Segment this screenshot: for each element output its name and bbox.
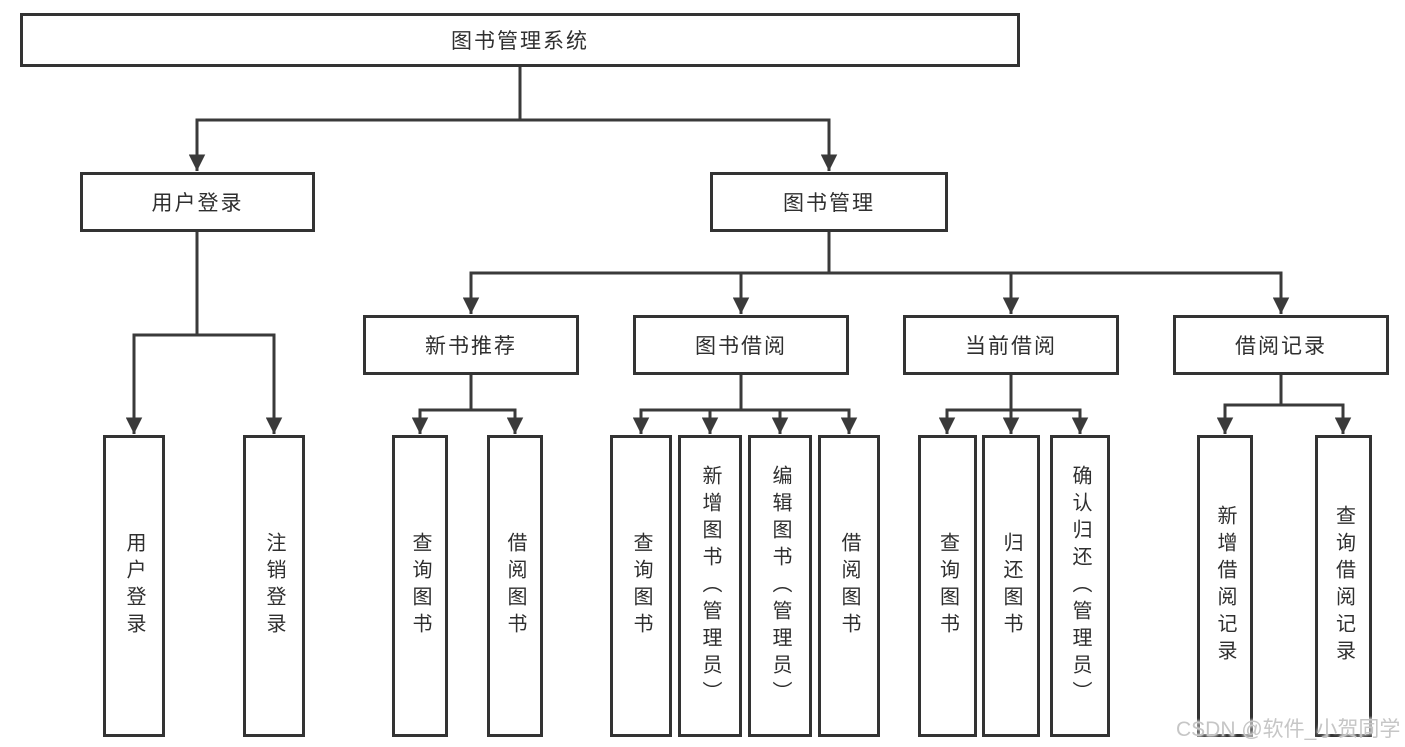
node-label: 查询借阅记录 [1332,505,1355,667]
node-label: 图书借阅 [695,335,787,358]
node-label: 用户登录 [151,192,244,215]
node-label: 归还图书 [1000,532,1022,640]
node-label: 借阅图书 [838,532,860,640]
node-book-management: 图书管理 [710,172,948,232]
leaf-logout: 注销登录 [243,435,305,737]
node-library-management-system: 图书管理系统 [20,13,1020,67]
node-label: 当前借阅 [965,335,1057,358]
leaf-add-books-admin: 新增图书（管理员） [678,435,742,737]
csdn-watermark: CSDN @软件_小贺同学 [1176,718,1401,741]
node-label: 图书管理系统 [451,30,589,53]
leaf-return-books: 归还图书 [982,435,1040,737]
node-label: 编辑图书（管理员） [769,464,791,708]
leaf-add-borrow-record: 新增借阅记录 [1197,435,1253,737]
node-current-borrow: 当前借阅 [903,315,1119,375]
node-user-login: 用户登录 [80,172,315,232]
node-label: 查询图书 [409,532,431,640]
leaf-query-books-current: 查询图书 [918,435,977,737]
node-new-book-recommend: 新书推荐 [363,315,579,375]
connector-new-book-rec-children [411,375,524,434]
node-label: 借阅图书 [504,532,526,640]
connector-root-to-level2 [188,67,838,171]
node-label: 注销登录 [263,532,285,640]
node-label: 新增图书（管理员） [699,464,721,708]
node-label: 查询图书 [936,532,959,640]
node-label: 用户登录 [123,532,145,640]
node-label: 新书推荐 [425,335,517,358]
leaf-query-borrow-record: 查询借阅记录 [1315,435,1372,737]
connector-user-login-children [125,232,283,434]
node-label: 新增借阅记录 [1214,505,1236,667]
leaf-query-books-borrow: 查询图书 [610,435,672,737]
connector-current-borrow-children [938,375,1089,434]
node-label: 借阅记录 [1235,335,1327,358]
connector-book-borrow-children [632,375,858,434]
connector-book-mgmt-children [462,232,1290,314]
leaf-confirm-return-admin: 确认归还（管理员） [1050,435,1110,737]
node-book-borrow: 图书借阅 [633,315,849,375]
node-label: 确认归还（管理员） [1069,464,1091,708]
leaf-edit-books-admin: 编辑图书（管理员） [748,435,812,737]
node-borrow-record: 借阅记录 [1173,315,1389,375]
node-label: 查询图书 [630,532,652,640]
leaf-borrow-books-recommend: 借阅图书 [487,435,543,737]
leaf-query-books-recommend: 查询图书 [392,435,448,737]
leaf-user-login: 用户登录 [103,435,165,737]
leaf-borrow-books: 借阅图书 [818,435,880,737]
connector-borrow-record-children [1216,375,1352,434]
node-label: 图书管理 [783,192,875,215]
